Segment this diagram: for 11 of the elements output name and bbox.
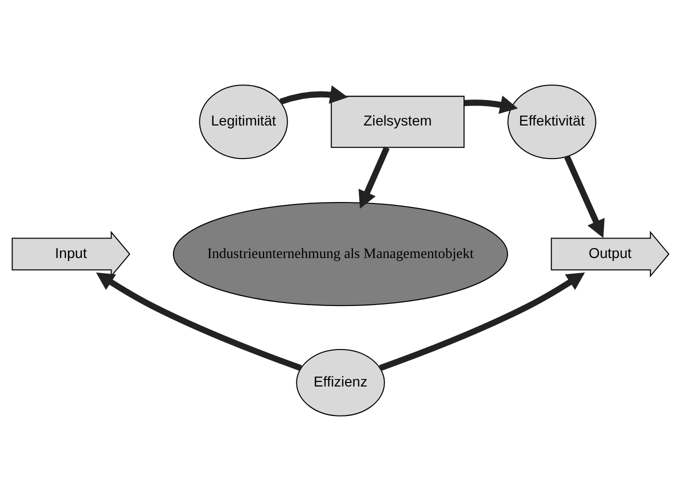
node-ellipse: Legitimität xyxy=(199,84,288,160)
node-ellipse: Effektivität xyxy=(507,84,596,160)
node-ellipse: Industrieunternehmung als Managementobjekt xyxy=(172,202,508,306)
arrow xyxy=(96,272,302,371)
node-box: Zielsystem xyxy=(330,96,465,148)
arrow xyxy=(564,155,605,238)
arrow xyxy=(280,85,348,105)
arrow xyxy=(379,272,585,371)
arrow xyxy=(464,96,518,114)
arrow xyxy=(358,146,390,209)
node-ellipse: Effizienz xyxy=(296,349,385,416)
